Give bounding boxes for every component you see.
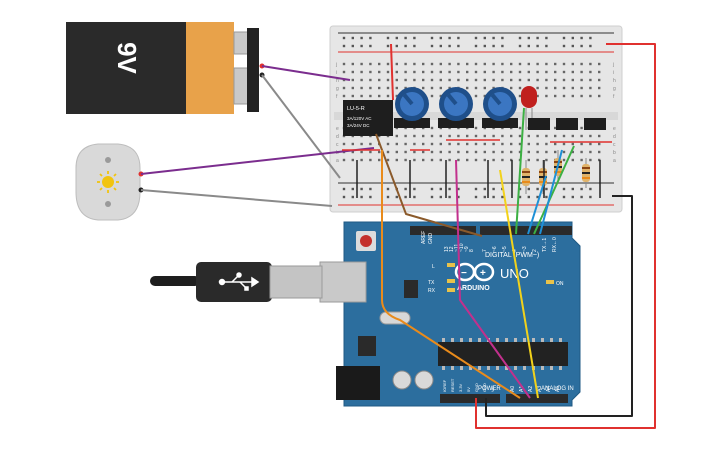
analog-pin-label: A2 [528,386,534,392]
pushbutton-3[interactable] [584,118,606,130]
arduino-brand: ARDUINO [457,285,490,292]
svg-text:g: g [613,86,616,92]
svg-text:−: − [461,268,467,279]
power-pin-label: GND [474,383,479,392]
relay-spec-ac: 3A/120V AC [347,116,372,121]
potentiometer-1[interactable] [394,87,430,128]
led-tx-label: TX [428,280,435,286]
svg-text:a: a [336,158,339,164]
aref-label: AREF [421,231,427,244]
led-on [546,280,554,284]
analog-header [506,394,568,403]
arduino-board[interactable]: − + ARDUINO UNO DIGITAL (PWM~) ANALOG IN… [319,221,581,407]
led-l [447,263,455,267]
svg-text:d: d [336,134,339,140]
resistors [522,150,590,194]
svg-text:i: i [613,70,614,76]
usb-port[interactable] [319,261,367,303]
svg-text:g: g [336,86,339,92]
power-label: POWER [478,386,501,392]
pin-label: ~3 [522,246,528,252]
analog-pin-label: A3 [537,386,543,392]
digital-header-left [410,226,476,235]
svg-text:h: h [336,78,339,84]
potentiometers[interactable] [394,87,518,128]
pushbutton-2[interactable] [556,118,578,130]
svg-text:f: f [336,94,338,100]
pin-label: ~6 [492,246,498,252]
pin-label: 2 [532,249,538,252]
power-pin-label: 3.3V [458,383,463,392]
analog-label: ANALOG IN [541,386,574,392]
pin-label: 8 [469,249,475,252]
led-on-label: ON [556,281,564,287]
svg-text:i: i [336,70,337,76]
power-header [440,394,500,403]
svg-text:+: + [480,268,486,279]
led-l-label: L [432,264,435,270]
potentiometer-3[interactable] [482,87,518,128]
svg-text:c: c [613,142,616,148]
svg-text:j: j [335,62,337,68]
pin-label: 4 [512,249,518,252]
power-pin-label: 5V [466,387,471,392]
pin-label: 13 [444,246,450,252]
svg-text:e: e [613,126,616,132]
pin-label: TX→1 [542,238,548,252]
pin-label: ~9 [464,246,470,252]
pin-label: ~5 [502,246,508,252]
svg-text:f: f [613,94,615,100]
wires [140,43,656,429]
svg-text:h: h [613,78,616,84]
pin-label: 7 [482,249,488,252]
usb-cable[interactable] [150,262,323,302]
svg-text:b: b [613,150,616,156]
svg-text:j: j [612,62,614,68]
svg-text:a: a [613,158,616,164]
dc-motor[interactable] [75,143,144,221]
analog-pin-label: A4 [546,386,552,392]
pin-label: ~10 [459,243,465,252]
analog-pin-label: A5 [555,386,561,392]
arduino-logo: − + [454,262,495,282]
battery-9v[interactable]: 9V [66,22,265,114]
pin-label: 12 [449,246,455,252]
svg-text:c: c [336,142,339,148]
led-rx-label: RX [428,288,436,294]
usb-icon [218,272,260,291]
power-pin-label: GND [482,383,487,392]
svg-text:e: e [336,126,339,132]
analog-pin-label: A1 [519,386,525,392]
pin-label: RX←0 [552,237,558,252]
microcontroller-chip [438,342,568,366]
power-pin-label: RESET [450,378,455,392]
battery-label: 9V [112,42,142,74]
pin-label: ~11 [454,244,460,252]
svg-text:d: d [613,134,616,140]
digital-label: DIGITAL (PWM~) [485,252,539,259]
potentiometer-2[interactable] [438,87,474,128]
power-pin-label: IOREF [442,379,447,392]
led-rx [447,288,455,292]
power-pin-label: Vin [490,386,495,392]
power-jack[interactable] [336,366,380,400]
gnd-label: GND [428,233,434,245]
relay-spec-dc: 3A/24V DC [347,123,370,128]
led-tx [447,279,455,283]
pushbuttons[interactable] [528,118,606,130]
arduino-model: UNO [500,266,529,281]
relay-model: LU-5-R [347,106,365,112]
digital-header-right [480,226,572,235]
analog-pin-label: A0 [510,386,516,392]
sun-gear-icon [102,176,114,188]
pushbutton-1[interactable] [528,118,550,130]
relay[interactable]: LU-5-R 3A/120V AC 3A/24V DC [343,100,393,136]
